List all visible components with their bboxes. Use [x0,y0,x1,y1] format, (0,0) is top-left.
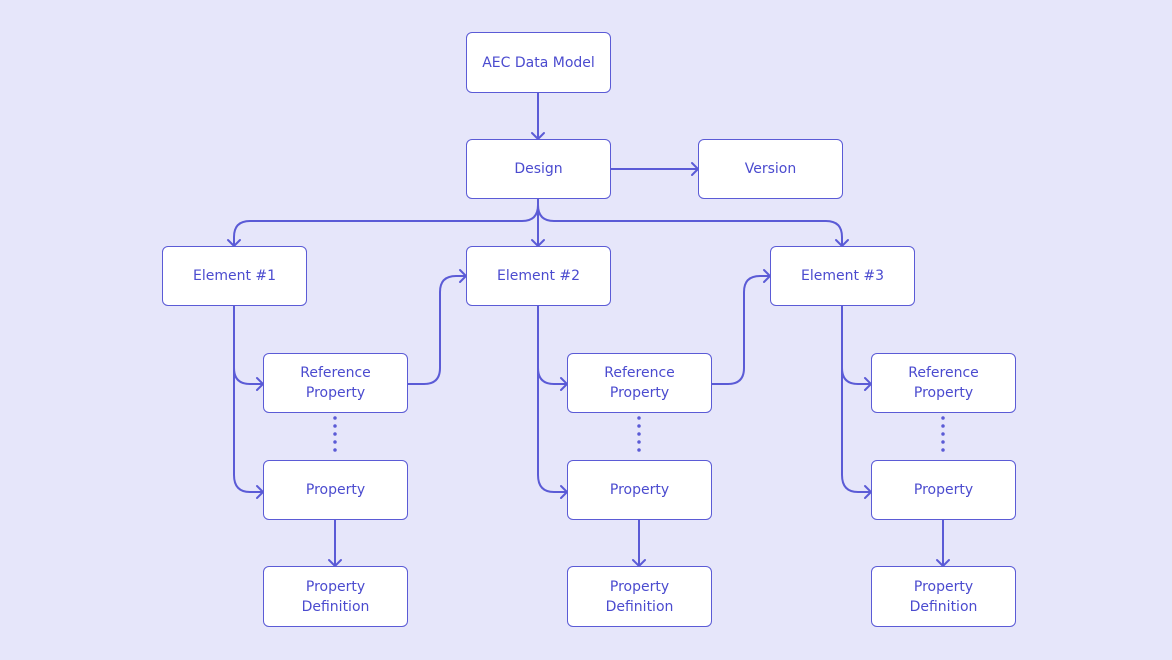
node-label: Element #1 [192,268,277,284]
edge-design-to-element-3 [537,204,843,247]
node-element-3: Element #3 [770,246,915,306]
node-label: AEC Data Model [482,54,595,71]
node-property-1: Property [263,460,408,520]
edge-element-3-to-property [841,305,872,493]
node-label: Property [913,482,974,498]
node-label: Design [514,161,563,177]
node-label: Property [609,482,670,498]
node-label: Reference Property [604,365,675,401]
node-property-3: Property [871,460,1016,520]
edge-element-2-to-reference-property [537,305,568,385]
node-label: Reference Property [300,365,371,401]
node-reference-property-1: Reference Property [263,353,408,413]
edge-design-to-element-1 [233,204,539,247]
edge-element-1-to-property [233,305,264,493]
node-property-2: Property [567,460,712,520]
node-reference-property-3: Reference Property [871,353,1016,413]
node-element-1: Element #1 [162,246,307,306]
node-property-definition-1: Property Definition [263,566,408,627]
node-label: Property Definition [301,578,370,615]
node-label: Version [744,161,797,177]
node-label: Property [305,482,366,498]
edge-element-3-to-reference-property [841,305,872,385]
node-label: Element #3 [800,268,885,284]
node-element-2: Element #2 [466,246,611,306]
node-label: Property Definition [909,578,978,615]
node-label: Property Definition [605,578,674,615]
edge-element-2-to-property [537,305,568,493]
node-label: Element #2 [496,268,581,284]
node-aec-data-model: AEC Data Model [466,32,611,93]
edge-reference-property-2-to-element-3 [711,275,771,385]
node-version: Version [698,139,843,199]
node-design: Design [466,139,611,199]
edge-element-1-to-reference-property [233,305,264,385]
node-property-definition-2: Property Definition [567,566,712,627]
node-label: Reference Property [908,365,979,401]
node-reference-property-2: Reference Property [567,353,712,413]
node-property-definition-3: Property Definition [871,566,1016,627]
edge-reference-property-1-to-element-2 [407,275,467,385]
